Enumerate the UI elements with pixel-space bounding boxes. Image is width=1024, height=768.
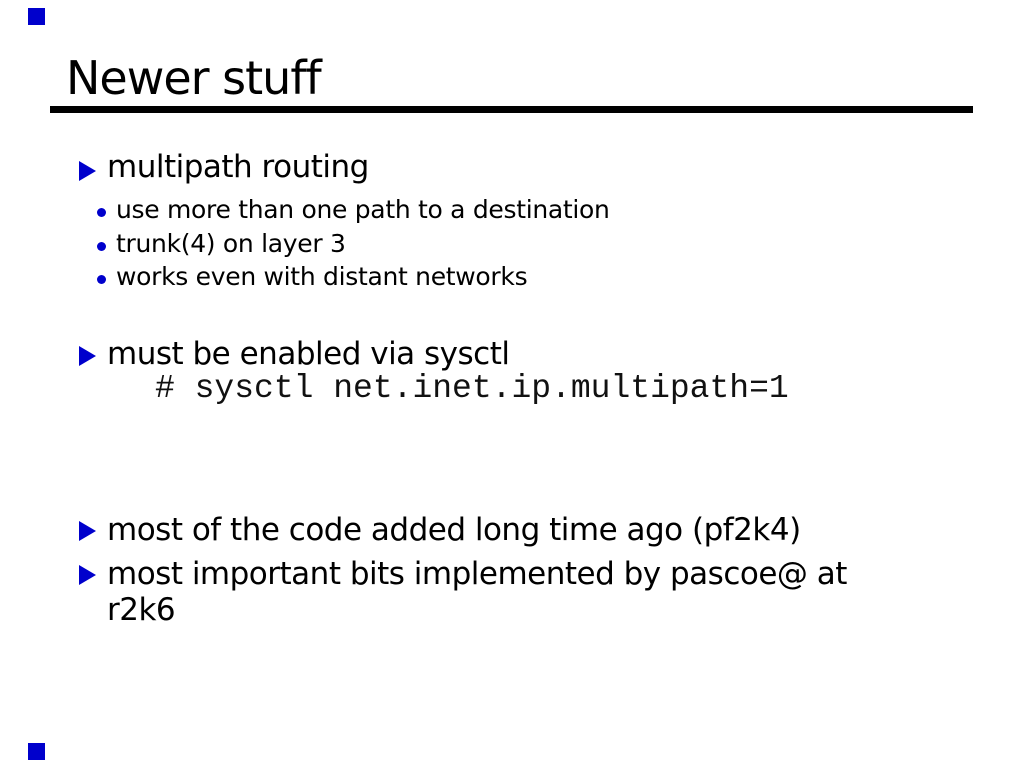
slide-title: Newer stuff <box>66 51 322 105</box>
bullet-pascoe-line1: most important bits implemented by pasco… <box>107 556 847 592</box>
bullet-pascoe-line2: r2k6 <box>107 592 176 628</box>
bullet-triangle-icon <box>79 521 96 541</box>
bullet-pascoe-r2k6: most important bits implemented by pasco… <box>107 556 847 628</box>
bullet-multipath-routing: multipath routing <box>107 149 369 185</box>
corner-square-bottom-left-icon <box>28 743 45 760</box>
sysctl-command-text: # sysctl net.inet.ip.multipath=1 <box>155 370 789 407</box>
bullet-triangle-icon <box>79 161 96 181</box>
bullet-sysctl: must be enabled via sysctl <box>107 336 510 372</box>
sub-bullet-use-more-paths: use more than one path to a destination <box>116 195 610 224</box>
bullet-triangle-icon <box>79 565 96 585</box>
sub-bullet-dot-icon <box>97 242 106 251</box>
sub-bullet-distant-networks: works even with distant networks <box>116 262 528 291</box>
title-underline <box>50 106 973 113</box>
sub-bullet-dot-icon <box>97 275 106 284</box>
sub-bullet-trunk-layer3: trunk(4) on layer 3 <box>116 229 346 258</box>
bullet-code-added-pf2k4: most of the code added long time ago (pf… <box>107 512 801 548</box>
sub-bullet-dot-icon <box>97 208 106 217</box>
corner-square-top-left-icon <box>28 8 45 25</box>
bullet-triangle-icon <box>79 346 96 366</box>
